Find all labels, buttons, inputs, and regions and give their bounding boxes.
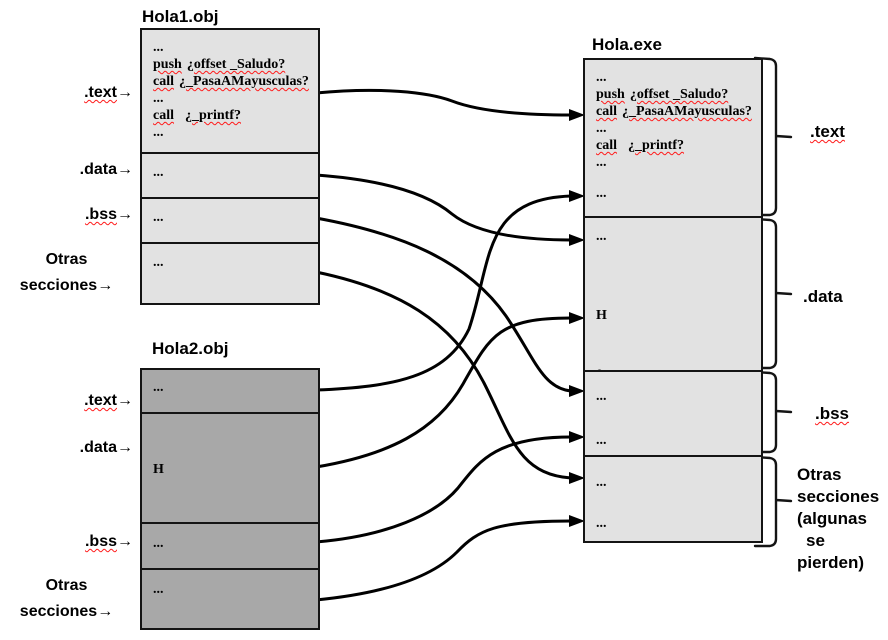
connector-obj2-text-to-exe-text xyxy=(315,194,572,392)
obj1-box: ... push¿offset _Saludo? call¿_PasaAMayu… xyxy=(140,28,320,305)
arrowhead-icon xyxy=(569,385,585,397)
arrowhead-icon xyxy=(569,109,585,121)
label-obj2-bss: .bss→ xyxy=(84,533,133,550)
arrow-right-icon: → xyxy=(117,392,133,409)
code-line: H xyxy=(153,462,164,477)
connector-obj1-data-to-exe-data xyxy=(315,173,572,242)
code-line: push¿offset _Saludo? xyxy=(153,57,286,72)
arrow-right-icon: → xyxy=(117,161,133,178)
code-line: ... xyxy=(153,255,164,270)
code-line: ... xyxy=(596,70,607,85)
code-line: ... xyxy=(153,40,164,55)
obj1-title: Hola1.obj xyxy=(142,7,219,26)
label-obj2-data: .data→ xyxy=(79,439,133,456)
connector-obj1-text-to-exe-text xyxy=(315,88,572,117)
code-line: ... xyxy=(153,582,164,597)
obj2-data-section: H o l a ... xyxy=(142,412,318,522)
arrow-right-icon: → xyxy=(117,84,133,101)
obj2-title: Hola2.obj xyxy=(152,339,229,358)
connector-obj2-bss-to-exe-bss xyxy=(315,435,572,544)
label-line: Otras xyxy=(45,577,88,594)
label-line: secciones→ xyxy=(19,277,114,294)
label-line: (algunas xyxy=(797,509,867,528)
exe-text-section: ... push¿offset _Saludo? call¿_PasaAMayu… xyxy=(585,60,761,216)
exe-box: ... push¿offset _Saludo? call¿_PasaAMayu… xyxy=(583,58,763,543)
code-line: ... xyxy=(596,516,607,531)
code-line: ... xyxy=(153,210,164,225)
code-line: H xyxy=(596,308,607,323)
code-line: ... xyxy=(153,165,164,180)
label-exe-otras: Otras secciones (algunas se pierden) xyxy=(797,464,879,574)
label-line: secciones xyxy=(797,487,880,506)
arrow-right-icon: → xyxy=(117,533,133,550)
exe-otras-section: ... ... xyxy=(585,455,761,541)
arrowhead-icon xyxy=(569,431,585,443)
code-line: o xyxy=(596,363,761,370)
code-line: ... xyxy=(596,475,607,490)
code-line: ... xyxy=(596,389,607,404)
arrowhead-icon xyxy=(569,312,585,324)
hola-string-vertical: H o l a ... xyxy=(142,414,318,522)
label-line: pierden) xyxy=(797,553,865,572)
code-line: call¿_printf? xyxy=(153,108,241,123)
code-line: ... xyxy=(596,121,607,136)
code-line: call¿_printf? xyxy=(596,138,684,153)
arrow-right-icon: → xyxy=(97,277,114,294)
bracket-exe-bss xyxy=(753,370,793,454)
label-obj1-data: .data→ xyxy=(79,161,133,178)
bracket-exe-otras xyxy=(753,455,793,548)
label-obj1-bss: .bss→ xyxy=(84,206,133,223)
label-obj2-otras: Otras secciones→ xyxy=(0,573,133,625)
code-line: ... xyxy=(596,186,607,201)
code-line: ... xyxy=(153,91,164,106)
arrowhead-icon xyxy=(569,515,585,527)
label-line: se xyxy=(806,531,825,550)
arrowhead-icon xyxy=(569,472,585,484)
bracket-exe-text xyxy=(753,56,793,217)
obj2-otras-section: ... xyxy=(142,568,318,628)
code-line: ... xyxy=(596,155,607,170)
label-line: Otras xyxy=(45,251,88,268)
exe-title: Hola.exe xyxy=(592,35,662,54)
hola-string-vertical: H o l a ... xyxy=(585,268,761,370)
obj1-otras-section: ... xyxy=(142,242,318,303)
code-line: ... xyxy=(596,229,607,244)
exe-data-section: ... H o l a ... xyxy=(585,216,761,370)
label-line: secciones→ xyxy=(19,603,114,620)
obj2-text-section: ... xyxy=(142,370,318,412)
obj2-bss-section: ... xyxy=(142,522,318,568)
arrowhead-icon xyxy=(569,234,585,246)
obj1-bss-section: ... xyxy=(142,197,318,242)
code-line: ... xyxy=(596,433,607,448)
arrow-right-icon: → xyxy=(117,439,133,456)
arrowhead-icon xyxy=(569,190,585,202)
label-obj1-text: .text→ xyxy=(84,84,133,101)
bracket-exe-data xyxy=(753,217,793,370)
code-line: o xyxy=(153,517,318,522)
arrow-right-icon: → xyxy=(117,206,133,223)
connector-obj2-otras-to-exe-otras xyxy=(315,519,572,602)
exe-bss-section: ... ... xyxy=(585,370,761,455)
label-exe-data: .data xyxy=(803,287,843,306)
obj1-data-section: ... xyxy=(142,152,318,197)
label-exe-bss: .bss xyxy=(815,404,850,423)
obj2-box: ... H o l a ... ... ... xyxy=(140,368,320,630)
obj1-text-section: ... push¿offset _Saludo? call¿_PasaAMayu… xyxy=(142,30,318,152)
connector-obj1-otras-to-exe-otras xyxy=(315,270,572,480)
label-exe-text: .text xyxy=(810,122,845,141)
arrow-right-icon: → xyxy=(97,603,114,620)
code-line: ... xyxy=(153,536,164,551)
code-line: ... xyxy=(153,380,164,395)
label-line: Otras xyxy=(797,465,842,484)
code-line: call¿_PasaAMayusculas? xyxy=(153,74,309,89)
label-obj1-otras: Otras secciones→ xyxy=(0,247,133,299)
code-line: call¿_PasaAMayusculas? xyxy=(596,104,752,119)
code-line: push¿offset _Saludo? xyxy=(596,87,729,102)
connector-obj1-bss-to-exe-bss xyxy=(315,216,572,393)
label-obj2-text: .text→ xyxy=(84,392,133,409)
code-line: ... xyxy=(153,125,164,140)
connector-obj2-data-to-exe-data xyxy=(315,316,572,469)
